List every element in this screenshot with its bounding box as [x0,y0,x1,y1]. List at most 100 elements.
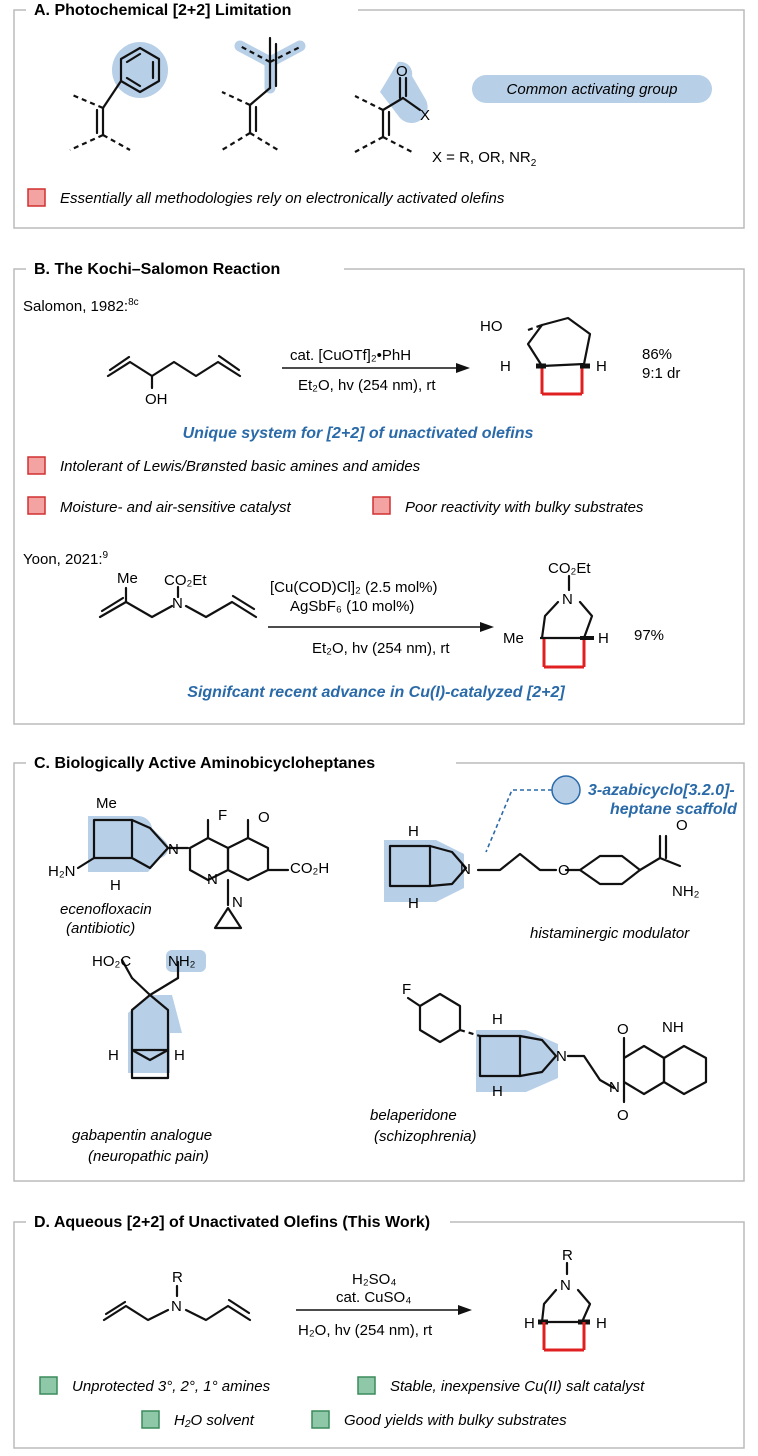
panel-b-bullet-2: Moisture- and air-sensitive catalyst [60,499,291,516]
histaminergic-o-label: O [558,862,570,879]
ecenofloxacin-n-ring: N [207,871,218,888]
ecenofloxacin-me-label: Me [96,795,117,812]
histaminergic-n-label: N [460,861,471,878]
panel-b-bullet-1: Intolerant of Lewis/Brønsted basic amine… [60,458,421,475]
histaminergic-nh2-label: NH₂ [672,883,700,900]
gabapentin-structure [120,950,206,1080]
ecenofloxacin-role: (antibiotic) [66,920,135,937]
green-bullet-icon [357,1376,376,1395]
histaminergic-name: histaminergic modulator [530,925,690,942]
styrene-structure [69,42,168,152]
salomon-product [526,316,592,396]
ecenofloxacin-o-label: O [258,809,270,826]
red-bullet-icon [27,188,46,207]
histaminergic-h-top: H [408,823,419,840]
histaminergic-amide-o: O [676,817,688,834]
yoon-product [540,574,594,669]
substrate-oh-label: OH [145,391,168,408]
yoon-conditions-top-1: [Cu(COD)Cl]₂ (2.5 mol%) [270,579,438,596]
yoon-co2et-label: CO₂Et [164,572,207,589]
product-h-right: H [596,358,607,375]
panel-b-frame [13,268,745,725]
gabapentin-h-left: H [108,1047,119,1064]
salomon-reference: Salomon, 1982:8c [23,297,139,315]
substrate-r-label: R [172,1269,183,1286]
belaperidone-role: (schizophrenia) [374,1128,477,1145]
scaffold-label-2: heptane scaffold [610,801,738,818]
panel-d-bullet-4: Good yields with bulky substrates [344,1412,567,1429]
ecenofloxacin-structure [76,815,290,930]
gabapentin-nh2-label: NH₂ [168,953,196,970]
x-label: X [420,107,430,124]
panel-d-bullet-2: Stable, inexpensive Cu(II) salt catalyst [390,1378,645,1395]
salomon-substrate [106,354,242,390]
gabapentin-name: gabapentin analogue [72,1127,212,1144]
red-bullet-icon [27,456,46,475]
belaperidone-n-label: N [556,1048,567,1065]
histaminergic-structure [384,834,682,902]
activating-group-label: Common activating group [507,81,678,98]
red-bullet-icon [372,496,391,515]
yoon-substrate [98,585,258,619]
ecenofloxacin-n-ring2: N [232,894,243,911]
belaperidone-h-top: H [492,1011,503,1028]
yoon-product-n-label: N [562,591,573,608]
carbonyl-o-label: O [396,63,408,80]
yoon-product-me-label: Me [503,630,524,647]
yoon-product-h-label: H [598,630,609,647]
activating-group-pill [472,75,712,103]
belaperidone-nh-label: NH [662,1019,684,1036]
belaperidone-n-ring: N [609,1079,620,1096]
salomon-highlight: Unique system for [2+2] of unactivated o… [183,425,534,442]
product-h-left: H [524,1315,535,1332]
salomon-dr: 9:1 dr [642,365,680,382]
product-h-left: H [500,358,511,375]
belaperidone-o-top: O [617,1021,629,1038]
gabapentin-ho2c-label: HO₂C [92,953,131,970]
ecenofloxacin-name: ecenofloxacin [60,901,152,918]
ecenofloxacin-n-label: N [168,841,179,858]
ecenofloxacin-h2n-label: H₂N [48,863,76,880]
yoon-me-label: Me [117,570,138,587]
panel-d-conditions-top-1: H₂SO₄ [352,1271,396,1288]
green-bullet-icon [39,1376,58,1395]
belaperidone-h-bottom: H [492,1083,503,1100]
product-n-label: N [560,1277,571,1294]
scaffold-callout-icon [551,775,581,805]
panel-c-title: C. Biologically Active Aminobicyclohepta… [34,755,375,772]
yoon-conditions-top-2: AgSbF₆ (10 mol%) [290,598,414,615]
green-bullet-icon [141,1410,160,1429]
panel-d-title: D. Aqueous [2+2] of Unactivated Olefins … [34,1214,430,1231]
product-r-label: R [562,1247,573,1264]
product-ho-label: HO [480,318,503,335]
diene-structure [221,36,306,151]
enone-structure: O X [354,61,430,153]
substrate-n-label: N [171,1298,182,1315]
salomon-yield: 86% [642,346,672,363]
product-h-right: H [596,1315,607,1332]
yoon-highlight: Signifcant recent advance in Cu(I)-catal… [187,684,565,701]
panel-d-conditions-bottom: H₂O, hv (254 nm), rt [298,1322,433,1339]
diallylamine-substrate [102,1284,252,1322]
scaffold-label-1: 3-azabicyclo[3.2.0]- [588,782,735,799]
red-bullet-icon [27,496,46,515]
yoon-n-label: N [172,595,183,612]
salomon-conditions-top: cat. [CuOTf]₂•PhH [290,347,411,364]
belaperidone-structure [406,992,708,1104]
belaperidone-o-bottom: O [617,1107,629,1124]
gabapentin-role: (neuropathic pain) [88,1148,209,1165]
x-definition: X = R, OR, NR2 [432,149,537,169]
gabapentin-h-right: H [174,1047,185,1064]
ecenofloxacin-co2h-label: CO₂H [290,860,329,877]
azabicycloheptane-product [538,1261,592,1352]
panel-a-title: A. Photochemical [2+2] Limitation [34,2,291,19]
green-bullet-icon [311,1410,330,1429]
belaperidone-name: belaperidone [370,1107,457,1124]
panel-a-frame [13,9,745,229]
histaminergic-h-bottom: H [408,895,419,912]
panel-d-bullet-3: H₂O solvent [174,1412,255,1429]
panel-a-bullet: Essentially all methodologies rely on el… [60,190,505,207]
panel-d-bullet-1: Unprotected 3°, 2°, 1° amines [72,1378,271,1395]
panel-b-title: B. The Kochi–Salomon Reaction [34,261,280,278]
